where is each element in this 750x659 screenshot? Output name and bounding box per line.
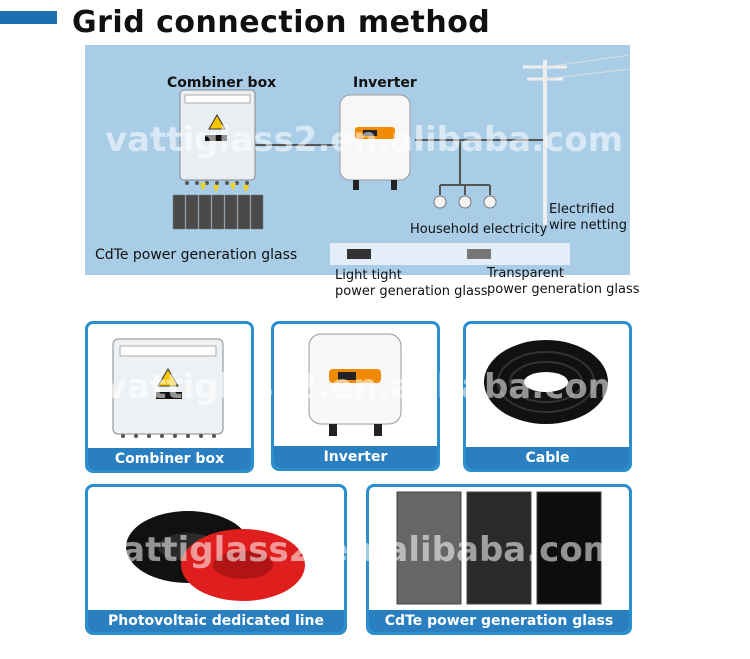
- combiner-box-icon: [112, 338, 224, 438]
- label-cdte: CdTe power generation glass: [95, 247, 298, 263]
- label-transparent-1: Transparent: [487, 266, 564, 281]
- caption-photovoltaic-line: Photovoltaic dedicated line: [88, 610, 344, 632]
- title-accent-bar: [0, 11, 57, 24]
- label-light-tight-1: Light tight: [335, 268, 402, 283]
- caption-cdte-glass: CdTe power generation glass: [369, 610, 629, 632]
- label-combiner-box: Combiner box: [167, 75, 277, 91]
- caption-combiner-box: Combiner box: [88, 448, 251, 470]
- card-combiner-box: Combiner box: [85, 321, 254, 473]
- label-transparent-2: power generation glass: [487, 282, 640, 297]
- connection-diagram: vattiglass2.en.alibaba.com Combiner box …: [85, 45, 630, 275]
- label-light-tight-2: power generation glass: [335, 284, 488, 299]
- light-tight-sample: [347, 249, 371, 259]
- card-cable: Cable: [463, 321, 632, 472]
- sunlight-icon: [200, 183, 249, 193]
- inverter-icon: [339, 94, 411, 190]
- page-title: Grid connection method: [72, 5, 491, 40]
- cdte-glass-panels-icon: [396, 491, 602, 605]
- utility-pole-icon: [523, 54, 630, 225]
- card-cdte-glass: CdTe power generation glass: [366, 484, 632, 635]
- cable-coil-icon: [484, 340, 608, 424]
- diagram-graphics: [172, 54, 630, 265]
- label-inverter: Inverter: [353, 75, 417, 91]
- caption-inverter: Inverter: [274, 446, 437, 468]
- card-photovoltaic-line: Photovoltaic dedicated line: [85, 484, 347, 635]
- transparent-sample: [467, 249, 491, 259]
- combiner-box-icon: [179, 89, 256, 185]
- cdte-panels-icon: [172, 194, 264, 230]
- pv-cable-coils-icon: [126, 511, 305, 601]
- inverter-icon: [308, 333, 402, 436]
- watermark: vattiglass2.en.alibaba.com: [100, 530, 619, 570]
- label-electrified-2: wire netting: [549, 218, 627, 233]
- card-inverter: Inverter: [271, 321, 440, 471]
- caption-cable: Cable: [466, 447, 629, 469]
- label-household: Household electricity: [410, 222, 548, 237]
- watermark: vattiglass2.en.alibaba.com: [105, 367, 624, 407]
- watermark: vattiglass2.en.alibaba.com: [105, 120, 624, 160]
- bulb-icon: [433, 195, 497, 209]
- label-electrified-1: Electrified: [549, 202, 615, 217]
- glass-sample-strip: [330, 243, 570, 265]
